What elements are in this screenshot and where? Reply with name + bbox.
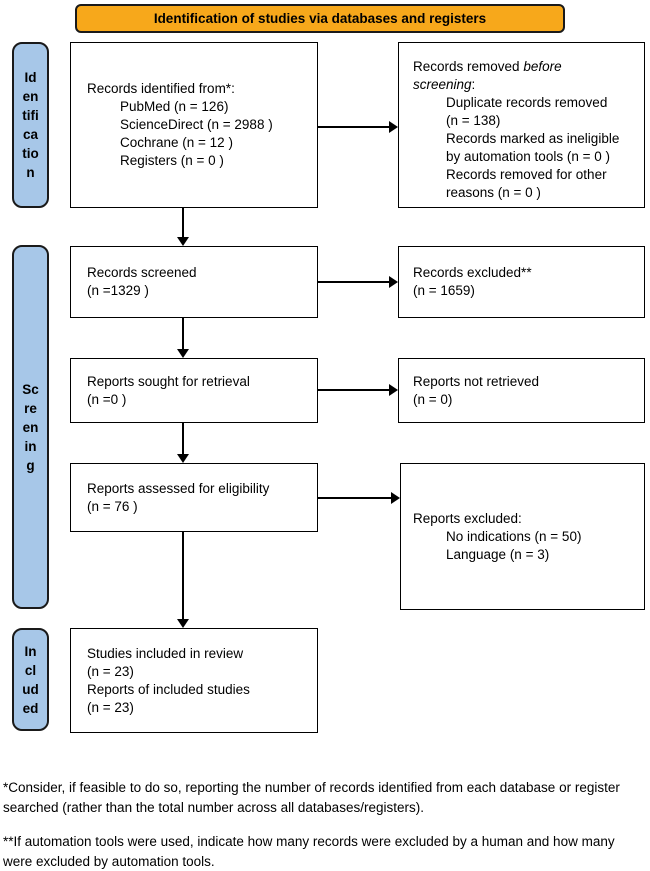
box-item: No indications (n = 50) bbox=[446, 528, 582, 544]
box-count: (n = 76 ) bbox=[87, 498, 138, 514]
arrow-head-icon bbox=[177, 619, 189, 628]
footnotes: *Consider, if feasible to do so, reporti… bbox=[3, 778, 647, 871]
box-item: Records removed for other bbox=[446, 167, 607, 182]
box-title: Reports assessed for eligibility bbox=[87, 480, 270, 496]
box-count: (n =1329 ) bbox=[87, 283, 149, 298]
arrow-shaft bbox=[182, 532, 184, 620]
box-reports-not-retrieved: Reports not retrieved (n = 0) bbox=[398, 358, 645, 423]
arrow-head-icon bbox=[389, 384, 398, 396]
arrow-shaft bbox=[318, 126, 390, 128]
arrow-sought-to-assessed-icon bbox=[177, 423, 189, 463]
box-reports-sought: Reports sought for retrieval (n =0 ) bbox=[70, 358, 318, 423]
box-title: Studies included in review bbox=[87, 645, 244, 661]
footnote-asterisk: *Consider, if feasible to do so, reporti… bbox=[3, 780, 620, 815]
arrow-identified-to-removed-icon bbox=[318, 121, 398, 133]
arrow-head-icon bbox=[177, 454, 189, 463]
box-count: (n = 23) bbox=[87, 663, 134, 679]
box-reports-assessed: Reports assessed for eligibility (n = 76… bbox=[70, 463, 318, 532]
box-item: Registers (n = 0 ) bbox=[120, 153, 224, 168]
box-title: Reports sought for retrieval bbox=[87, 373, 250, 389]
box-title: Reports of included studies bbox=[87, 681, 250, 697]
arrow-head-icon bbox=[391, 492, 400, 504]
box-item: PubMed (n = 126) bbox=[120, 99, 229, 114]
box-item: Duplicate records removed bbox=[446, 95, 608, 110]
stage-label-identification: Id en tifi ca tio n bbox=[12, 42, 49, 208]
box-item: by automation tools (n = 0 ) bbox=[446, 149, 610, 164]
box-count: (n = 1659) bbox=[413, 283, 475, 298]
banner-title: Identification of studies via databases … bbox=[75, 4, 565, 33]
box-records-excluded: Records excluded** (n = 1659) bbox=[398, 246, 645, 318]
stage-label-screening: Sc re en in g bbox=[12, 245, 49, 609]
arrow-assessed-to-included-icon bbox=[177, 532, 189, 628]
box-records-screened: Records screened (n =1329 ) bbox=[70, 246, 318, 318]
box-title: Records identified from*: bbox=[87, 81, 235, 96]
box-item: Records marked as ineligible bbox=[446, 131, 620, 146]
arrow-head-icon bbox=[389, 121, 398, 133]
box-title: Records excluded** bbox=[413, 265, 532, 280]
box-item: (n = 138) bbox=[446, 113, 501, 128]
box-item: Cochrane (n = 12 ) bbox=[120, 135, 233, 150]
box-count: (n = 0) bbox=[413, 391, 453, 407]
box-item: Language (n = 3) bbox=[446, 546, 550, 562]
box-title: Records screened bbox=[87, 265, 197, 280]
box-records-removed: Records removed before screening: Duplic… bbox=[398, 42, 645, 208]
box-item: ScienceDirect (n = 2988 ) bbox=[120, 117, 273, 132]
box-title: Reports not retrieved bbox=[413, 373, 540, 389]
arrow-shaft bbox=[318, 389, 390, 391]
box-studies-included: Studies included in review (n = 23) Repo… bbox=[70, 628, 318, 733]
box-title: screening: bbox=[413, 77, 476, 92]
arrow-shaft bbox=[182, 208, 184, 238]
arrow-head-icon bbox=[177, 237, 189, 246]
box-title: Records removed before bbox=[413, 59, 562, 74]
box-reports-excluded: Reports excluded: No indications (n = 50… bbox=[400, 463, 645, 610]
arrow-screened-to-excluded-icon bbox=[318, 276, 398, 288]
arrow-shaft bbox=[182, 423, 184, 455]
box-title: Reports excluded: bbox=[413, 510, 522, 526]
arrow-assessed-to-reports-excluded-icon bbox=[318, 492, 400, 504]
box-item: reasons (n = 0 ) bbox=[446, 185, 541, 200]
footnote-double-asterisk: **If automation tools were used, indicat… bbox=[3, 834, 615, 869]
arrow-screened-to-sought-icon bbox=[177, 318, 189, 358]
arrow-shaft bbox=[182, 318, 184, 350]
arrow-shaft bbox=[318, 281, 390, 283]
box-count: (n =0 ) bbox=[87, 391, 127, 407]
arrow-head-icon bbox=[177, 349, 189, 358]
arrow-head-icon bbox=[389, 276, 398, 288]
arrow-identified-to-screened-icon bbox=[177, 208, 189, 246]
stage-label-included: In cl ud ed bbox=[12, 628, 49, 731]
box-count: (n = 23) bbox=[87, 699, 134, 715]
box-records-identified: Records identified from*: PubMed (n = 12… bbox=[70, 42, 318, 208]
arrow-sought-to-not-retrieved-icon bbox=[318, 384, 398, 396]
arrow-shaft bbox=[318, 497, 392, 499]
